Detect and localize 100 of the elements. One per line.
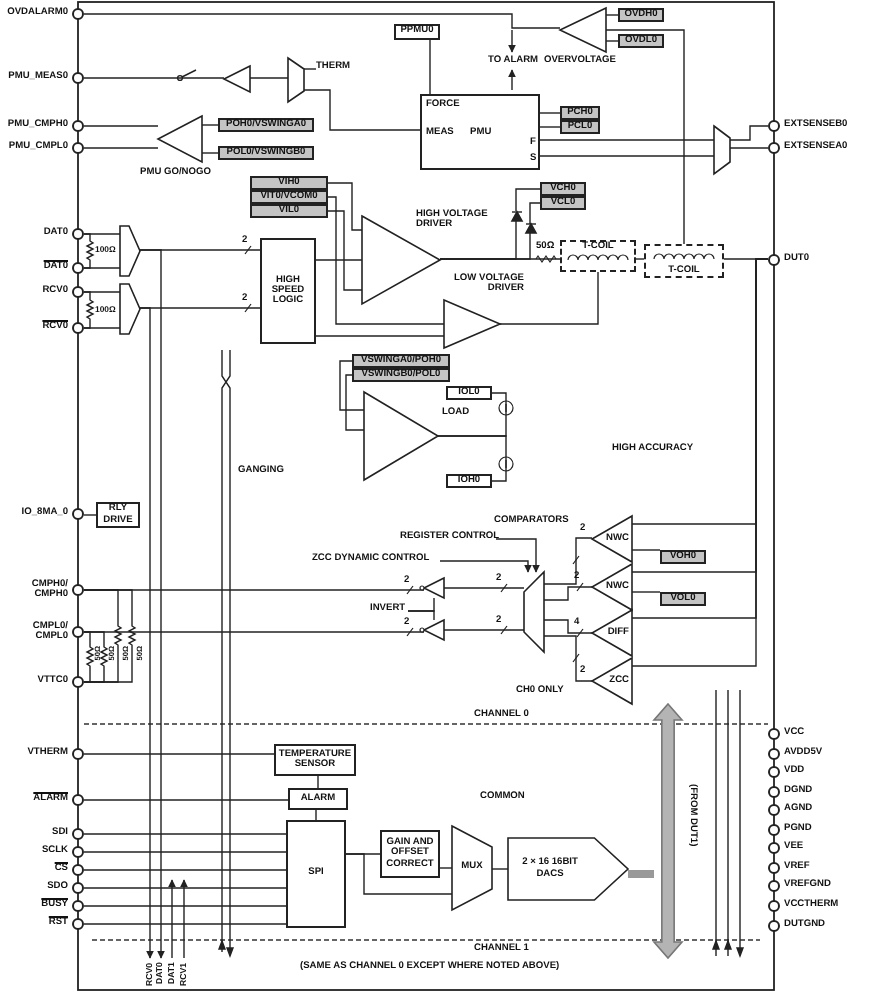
connector-line <box>201 152 219 154</box>
connector-line <box>443 629 525 631</box>
connector-line <box>437 435 507 482</box>
connector-line <box>83 77 225 79</box>
connector-line <box>83 631 109 683</box>
connector-line <box>439 867 453 869</box>
mux-symbol <box>288 58 304 102</box>
pin-terminal <box>72 508 84 520</box>
connector-line <box>83 753 275 755</box>
connector-line <box>83 905 287 907</box>
connector-line <box>83 851 287 853</box>
connector-line <box>345 853 453 895</box>
connector-line <box>315 809 317 821</box>
pin-terminal <box>768 253 780 265</box>
pin-terminal <box>768 862 780 874</box>
inverter-triangle <box>424 578 444 598</box>
connector-line <box>315 335 445 337</box>
connector-line <box>315 259 363 261</box>
mux-symbol <box>524 572 544 652</box>
pin-terminal <box>72 864 84 876</box>
diode-symbol <box>525 224 535 233</box>
connector-line <box>407 610 435 621</box>
inverter-triangle <box>424 620 444 640</box>
pin-terminal <box>768 728 780 740</box>
pin-terminal <box>72 584 84 596</box>
pin-terminal <box>72 676 84 688</box>
bus-connector <box>628 870 654 878</box>
connector-line <box>327 196 445 325</box>
arrow <box>168 879 176 959</box>
pin-terminal <box>768 842 780 854</box>
pin-terminal <box>768 120 780 132</box>
bus-arrow <box>654 704 682 958</box>
pin-terminal <box>768 900 780 912</box>
connector-line <box>429 39 431 95</box>
connector-line <box>83 233 95 269</box>
connector-line <box>443 587 525 589</box>
connector-line <box>729 147 769 149</box>
pin-terminal <box>72 322 84 334</box>
pin-terminal <box>72 846 84 858</box>
pin-terminal <box>72 72 84 84</box>
connector-line <box>83 887 287 889</box>
load-triangle <box>364 392 438 480</box>
comparator-triangle <box>560 8 606 52</box>
connector-line <box>317 775 319 789</box>
connector-line <box>249 77 289 79</box>
connector-line <box>515 188 541 212</box>
pin-terminal <box>768 786 780 798</box>
arrow <box>139 249 165 959</box>
connector-line <box>439 232 531 260</box>
arrow <box>495 538 540 573</box>
connector-line <box>83 125 159 127</box>
mux-symbol <box>714 126 730 174</box>
pin-terminal <box>72 8 84 20</box>
connector-line <box>83 631 95 683</box>
receiver-symbol <box>120 226 140 276</box>
connector-line <box>605 40 619 42</box>
pin-terminal <box>72 142 84 154</box>
driver-triangle <box>444 300 500 348</box>
connector-line <box>83 589 137 683</box>
connector-line <box>539 139 715 141</box>
receiver-symbol <box>120 284 140 334</box>
connector-line <box>327 182 363 231</box>
pin-terminal <box>768 142 780 154</box>
arrow <box>439 560 532 573</box>
pin-terminal <box>72 286 84 298</box>
buffer-triangle <box>224 66 250 92</box>
connector-line <box>529 202 541 225</box>
connector-line <box>327 210 363 291</box>
connector-line <box>631 591 661 593</box>
pin-terminal <box>768 920 780 932</box>
pin-terminal <box>768 804 780 816</box>
connector-line <box>539 155 715 157</box>
connector-line <box>83 833 287 835</box>
pin-terminal <box>72 900 84 912</box>
connector-line <box>605 14 619 16</box>
connector-line <box>543 635 593 682</box>
connector-line <box>539 112 561 114</box>
connector-line <box>83 799 289 801</box>
pin-terminal <box>768 824 780 836</box>
pin-terminal <box>72 828 84 840</box>
connector-line <box>83 869 287 871</box>
connector-line <box>539 126 561 128</box>
connector-line <box>303 89 421 131</box>
pmu-block <box>420 94 540 170</box>
comparator-triangle <box>158 116 202 162</box>
pin-terminal <box>72 228 84 240</box>
connector-line <box>345 374 365 431</box>
pin-terminal <box>768 766 780 778</box>
pin-terminal <box>72 748 84 760</box>
connector-line <box>83 13 561 29</box>
pin-terminal <box>768 748 780 760</box>
connector-line <box>543 586 593 601</box>
connector-line <box>605 29 685 245</box>
connector-line <box>83 514 97 516</box>
diode-symbol <box>511 211 521 220</box>
arrow <box>180 879 188 959</box>
connector-line <box>83 923 287 925</box>
connector-line <box>729 125 769 141</box>
connector-line <box>499 271 599 325</box>
arrow <box>139 307 154 959</box>
